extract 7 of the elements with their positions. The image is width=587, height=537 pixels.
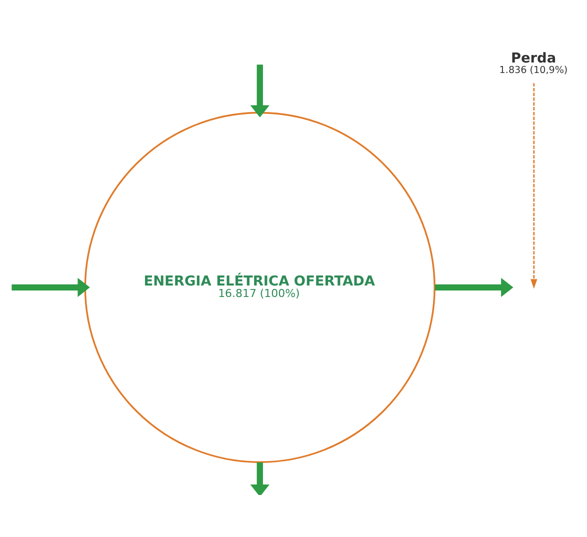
arrow <box>434 278 514 298</box>
arrow <box>250 462 270 495</box>
arrow <box>530 83 538 289</box>
arrow <box>12 278 90 298</box>
node-circle: ENERGIA ELÉTRICA OFERTADA 16.817 (100%) <box>84 112 436 463</box>
node-text: Perda 1.836 (10,9%) <box>499 50 568 76</box>
arrow <box>250 64 270 118</box>
